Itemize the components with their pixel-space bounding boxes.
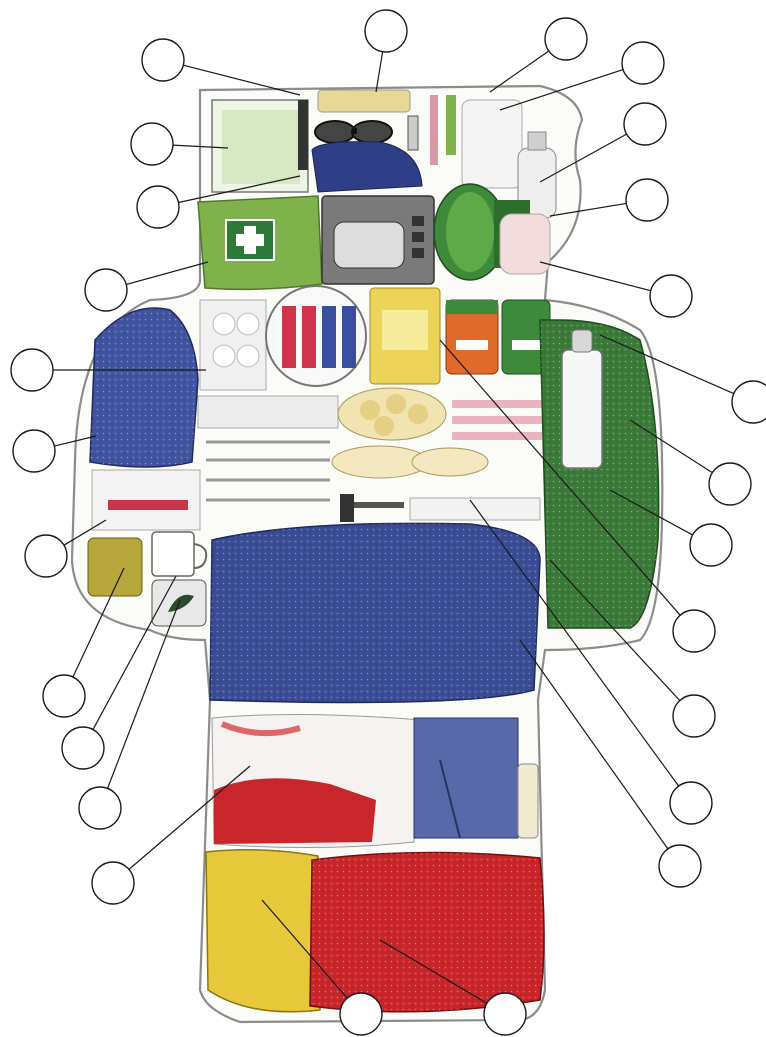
callout-circle <box>25 535 67 577</box>
callout-circle <box>709 463 751 505</box>
leader-line <box>376 52 383 92</box>
yellow-stuff-sack <box>206 850 320 1012</box>
pen <box>298 100 308 170</box>
callout-circle <box>690 524 732 566</box>
callout-circle <box>484 993 526 1035</box>
callout-circle <box>11 349 53 391</box>
callout-circle <box>13 430 55 472</box>
callout-circle <box>659 845 701 887</box>
jeans <box>414 718 518 838</box>
callout-circle <box>137 186 179 228</box>
callout-circle <box>622 42 664 84</box>
callout-circle <box>545 18 587 60</box>
leader-line <box>520 640 668 849</box>
clothing-section <box>212 714 538 847</box>
callout-circle <box>131 123 173 165</box>
callout-circle <box>43 675 85 717</box>
lighter <box>408 116 418 150</box>
spoon <box>340 494 354 522</box>
callout-circle <box>624 103 666 145</box>
callout-circle <box>673 695 715 737</box>
callout-circle <box>340 993 382 1035</box>
stove <box>322 196 434 284</box>
callout-circle <box>62 727 104 769</box>
callout-circle <box>626 179 668 221</box>
callout-circle <box>142 39 184 81</box>
callout-circle <box>732 381 766 423</box>
callout-circle <box>365 10 407 52</box>
toothpaste <box>446 95 456 155</box>
cup-pink <box>500 214 550 274</box>
callout-circle <box>670 782 712 824</box>
small-bottle <box>518 764 538 838</box>
map-leaves <box>222 110 300 184</box>
toothbrush <box>430 95 438 165</box>
first-aid-kit <box>198 196 322 289</box>
callout-circle <box>85 269 127 311</box>
leader-line <box>540 262 651 291</box>
water-bottle-icon <box>562 330 602 468</box>
leader-line <box>126 262 208 284</box>
callout-circle <box>79 787 121 829</box>
callout-circle <box>650 275 692 317</box>
towel-roll <box>462 100 522 188</box>
eggs-box <box>200 300 266 390</box>
sunscreen-tube <box>318 90 410 112</box>
callout-circle <box>673 610 715 652</box>
fuel-bottle-cap <box>528 132 546 150</box>
callout-circle <box>92 862 134 904</box>
